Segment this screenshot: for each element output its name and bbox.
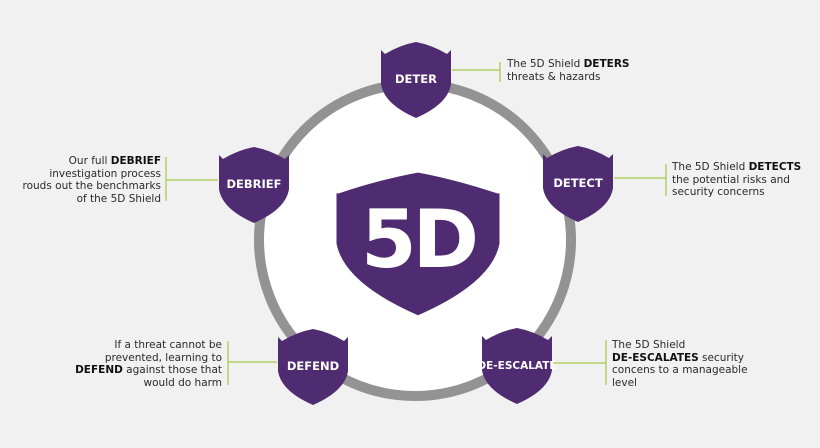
annotation-text: of the 5D Shield: [76, 192, 161, 205]
annotation-defend-line: If a threat cannot be: [75, 339, 222, 352]
annotation-defend-line: would do harm: [75, 377, 222, 390]
annotation-de-escalate-line: concens to a manageable: [612, 364, 748, 377]
annotation-de-escalate-line: The 5D Shield: [612, 339, 748, 352]
annotation-text: The 5D Shield: [672, 161, 749, 173]
annotation-keyword: DEFEND: [75, 364, 123, 376]
annotation-detect-line: the potential risks and: [672, 174, 801, 187]
annotation-text: Our full: [68, 155, 111, 167]
annotation-text: threats & hazards: [507, 70, 601, 83]
annotation-detect-line: The 5D Shield DETECTS: [672, 161, 801, 174]
annotation-deter-line: The 5D Shield DETERS: [507, 58, 629, 71]
annotation-text: If a threat cannot be: [114, 339, 222, 351]
annotation-keyword: DETERS: [583, 58, 630, 70]
annotation-text: level: [612, 376, 637, 389]
annotation-text: would do harm: [143, 376, 222, 389]
annotation-text: rouds out the benchmarks: [22, 180, 161, 192]
annotation-debrief-line: investigation process: [23, 168, 161, 181]
annotation-text: The 5D Shield: [612, 339, 686, 351]
annotation-debrief-line: of the 5D Shield: [23, 193, 161, 206]
shield-defend-label: DEFEND: [287, 359, 339, 373]
annotation-keyword: DETECTS: [748, 161, 802, 173]
annotation-debrief-line: rouds out the benchmarks: [23, 180, 161, 193]
annotation-text: against those that: [122, 364, 222, 376]
shield-de-escalate: DE-ESCALATE: [477, 328, 557, 404]
annotation-text: concens to a manageable: [612, 364, 748, 376]
annotation-detect-line: security concerns: [672, 186, 801, 199]
shield-detect: DETECT: [543, 146, 613, 222]
shield-debrief: DEBRIEF: [219, 147, 289, 223]
annotation-defend-line: DEFEND against those that: [75, 364, 222, 377]
annotation-text: The 5D Shield: [507, 58, 584, 70]
annotation-de-escalate-line: level: [612, 377, 748, 390]
shield-deter: DETER: [381, 42, 451, 118]
center-logo-text: 5D: [361, 193, 476, 286]
annotation-debrief-line: Our full DEBRIEF: [23, 155, 161, 168]
annotation-text: investigation process: [49, 167, 161, 180]
annotation-defend-line: prevented, learning to: [75, 352, 222, 365]
shield-detect-label: DETECT: [553, 176, 603, 190]
annotation-keyword: DEBRIEF: [110, 155, 161, 167]
annotation-text: security concerns: [672, 186, 765, 198]
annotation-de-escalate-line: DE-ESCALATES security: [612, 352, 748, 365]
annotation-text: prevented, learning to: [104, 351, 222, 364]
shield-defend: DEFEND: [278, 329, 348, 405]
center-shield: 5D: [331, 167, 505, 321]
annotation-deter-line: threats & hazards: [507, 71, 629, 84]
annotation-text: security: [698, 351, 744, 364]
shield-deter-label: DETER: [395, 72, 437, 86]
annotation-text: the potential risks and: [672, 173, 790, 186]
shield-debrief-label: DEBRIEF: [226, 177, 281, 191]
shield-de-escalate-label: DE-ESCALATE: [477, 360, 556, 372]
connectors: [165, 62, 667, 385]
annotation-keyword: DE-ESCALATES: [612, 351, 699, 364]
